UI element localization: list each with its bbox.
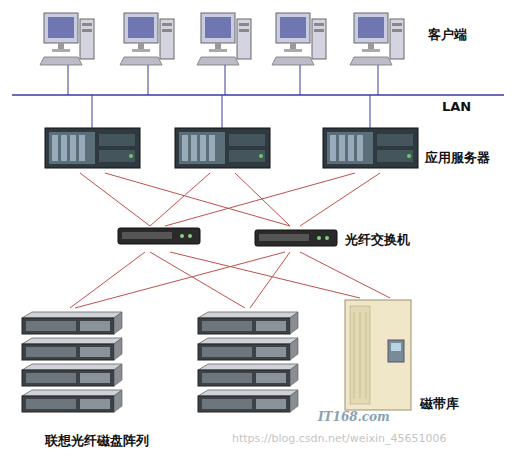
node-label: 联想光纤磁盘阵列 bbox=[45, 433, 149, 448]
link-line bbox=[105, 173, 290, 226]
link-line bbox=[300, 252, 390, 298]
connector bbox=[80, 173, 380, 226]
connector bbox=[92, 95, 370, 128]
connector bbox=[68, 80, 378, 95]
link-line bbox=[378, 80, 379, 95]
node-label: 磁带库 bbox=[420, 396, 459, 411]
link-line bbox=[75, 252, 285, 308]
link-line bbox=[80, 173, 150, 226]
logo-watermark: IT168.com bbox=[318, 410, 390, 424]
link-line bbox=[150, 252, 245, 308]
connector bbox=[170, 252, 390, 298]
link-line bbox=[150, 173, 210, 226]
server-group: 应用服务器 bbox=[40, 128, 500, 173]
link-line bbox=[225, 80, 226, 95]
switch-group: 光纤交换机 bbox=[115, 226, 415, 252]
link-line bbox=[92, 95, 93, 128]
node-label: 应用服务器 bbox=[425, 150, 490, 165]
url-watermark: https://blog.csdn.net/weixin_45651006 bbox=[232, 432, 447, 445]
link-line bbox=[222, 95, 223, 128]
node-label: 客户端 bbox=[428, 27, 467, 42]
link-line bbox=[68, 80, 69, 95]
node-label: LAN bbox=[442, 99, 471, 114]
link-line bbox=[148, 80, 149, 95]
link-line bbox=[165, 173, 355, 226]
lan-bus: LAN bbox=[10, 95, 504, 111]
connector bbox=[70, 252, 290, 308]
link-line bbox=[300, 80, 301, 95]
link-line bbox=[235, 173, 290, 226]
node-label: 光纤交换机 bbox=[345, 232, 410, 247]
link-line bbox=[370, 95, 371, 128]
link-line bbox=[300, 173, 380, 226]
client-group: 客户端 bbox=[35, 5, 475, 80]
tape-library: 磁带库 bbox=[343, 298, 453, 413]
disk-array-group: 联想光纤磁盘阵列 bbox=[20, 308, 295, 453]
link-line bbox=[170, 252, 360, 298]
